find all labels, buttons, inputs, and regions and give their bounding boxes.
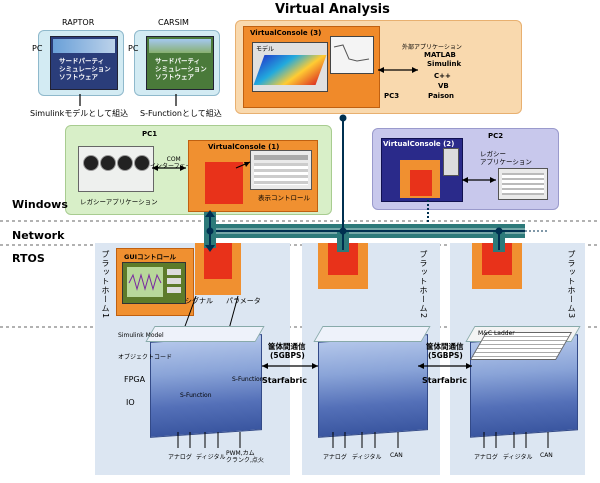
object-code-label: オブジェクトコード [118,354,173,361]
platform2-label: プラットホーム2 [419,250,428,320]
display-control-panel [254,163,308,185]
app-paison: Paison [428,92,455,100]
pc2-legacy-lines [502,173,544,195]
com-interface-label: COM インターフェース [150,156,198,170]
pc1-label: PC1 [142,130,158,138]
display-control-label: 表示コントロール [258,194,310,202]
section-windows: Windows [12,198,68,211]
io-label: IO [126,398,135,407]
simulink-model-label: Simulink Model [118,332,164,339]
link2-jp: 筐体間通信 [426,342,464,351]
app-simulink: Simulink [427,60,462,68]
diagram-title: Virtual Analysis [275,2,390,17]
display-control-bar [254,155,308,160]
link2-name: Starfabric [422,376,467,385]
graph-window-plot [333,44,370,62]
external-apps-label: 外部アプリケーション [402,44,462,51]
p1-port-analog: アナログ [168,454,192,461]
pc2-small-window [443,148,459,176]
virtualconsole3-label: VirtualConsole (3) [250,29,322,37]
raptor-screen: サードパーティ シミュレーション ソフトウェア [50,36,118,90]
pc2-legacy-label: レガシー アプリケーション [480,150,532,166]
app-cpp: C++ [434,72,451,80]
app-matlab: MATLAB [424,51,456,59]
link2-rate: (5GBPS) [428,351,463,360]
p2-port-analog: アナログ [323,454,347,461]
console2-inner [410,170,432,196]
p1-port-digital: ディジタル [196,454,226,461]
console1-inner-red [205,162,243,204]
pc3-label: PC3 [384,92,400,100]
raptor-screen-image [53,39,115,53]
carsim-caption: S-Functionとして組込 [140,109,222,118]
p2-port-digital: ディジタル [352,454,382,461]
sfunction-label-2: S-Function [180,392,212,399]
gui-control-waveform [127,267,181,297]
gauge-icon-2 [100,155,116,171]
raptor-label: RAPTOR [62,18,95,27]
signal-label: シグナル [185,297,213,305]
p1-port-pwm: PWM,カム クランク,点火 [226,450,264,464]
carsim-label: CARSIM [158,18,189,27]
gui-control-label: GUIコントロール [124,253,177,261]
p2-port-can: CAN [390,452,403,459]
carsim-screen-image [149,39,211,53]
p3-port-analog: アナログ [474,454,498,461]
p3-port-can: CAN [540,452,553,459]
pc2-legacy-window [498,168,548,200]
graph-window [330,36,374,74]
raptor-screen-text: サードパーティ シミュレーション ソフトウェア [59,57,111,81]
pc2-label: PC2 [488,132,504,140]
link1-jp: 筐体間通信 [268,342,306,351]
raptor-pc-label: PC [32,44,43,53]
legacy-app-label: レガシーアプリケーション [80,198,158,206]
gauge-icon-4 [134,155,150,171]
sfunction-label-1: S-Function [232,376,264,383]
raptor-caption: Simulinkモデルとして組込 [30,109,129,118]
gauge-icon-1 [83,155,99,171]
gui-control-screen [122,262,186,304]
platform3-label: プラットホーム3 [567,250,576,320]
virtualconsole2-label: VirtualConsole (2) [383,140,455,148]
model-label: モデル [256,46,275,53]
gauge-icon-3 [117,155,133,171]
display-control-window [250,150,312,190]
mc-ladder-label: M&C Ladder [478,330,515,337]
model-window: モデル [252,42,328,92]
fpga-label: FPGA [124,375,146,384]
carsim-screen-text: サードパーティ シミュレーション ソフトウェア [155,57,207,81]
app-vb: VB [438,82,449,90]
param-label: パラメータ [226,297,261,305]
legacy-app-window [78,146,154,192]
platform1-label: プラットホーム1 [101,250,110,320]
section-rtos: RTOS [12,252,45,265]
carsim-pc-label: PC [128,44,139,53]
link1-name: Starfabric [262,376,307,385]
link1-rate: (5GBPS) [270,351,305,360]
carsim-screen: サードパーティ シミュレーション ソフトウェア [146,36,214,90]
virtualconsole1-label: VirtualConsole (1) [208,143,280,151]
p3-port-digital: ディジタル [503,454,533,461]
section-network: Network [12,229,65,242]
